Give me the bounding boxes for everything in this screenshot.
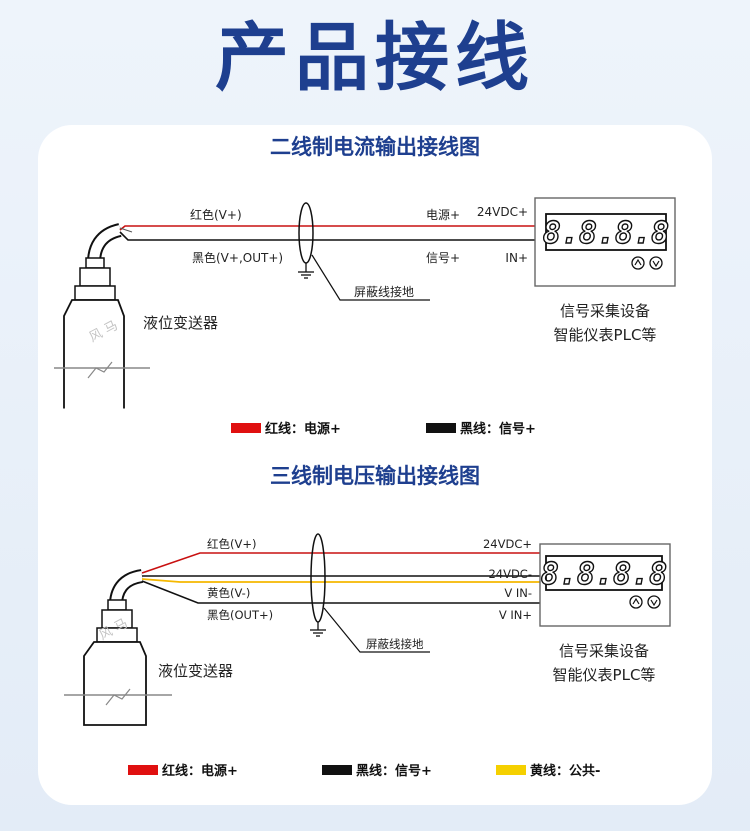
- device-terminal-top: 24VDC+: [477, 205, 528, 219]
- legend-red-label: 红线：电源+: [265, 421, 341, 437]
- shield-label: 屏蔽线接地: [354, 284, 414, 299]
- device-terminal-3: V IN-: [504, 586, 532, 600]
- down-button-icon: [649, 256, 663, 270]
- yellow-wire: [141, 578, 540, 583]
- signal-device: 8.8.8.8: [534, 197, 676, 287]
- page-title: 产品接线: [215, 15, 535, 101]
- legend-black-swatch: [322, 765, 352, 775]
- terminal-power-label: 电源+: [426, 208, 460, 222]
- legend-2: 红线：电源+ 黑线：信号+ 黄线：公共-: [128, 763, 600, 779]
- device-terminal-bottom: IN+: [505, 251, 528, 265]
- sensor-probe: [54, 223, 150, 412]
- up-button-icon: [631, 256, 645, 270]
- diagram1-title: 二线制电流输出接线图: [270, 135, 480, 159]
- shield-ground: [310, 533, 430, 653]
- sensor-label: 液位变送器: [143, 314, 218, 332]
- red-wire: [119, 225, 535, 231]
- diagram2-title: 三线制电压输出接线图: [270, 464, 480, 488]
- device-terminal-4: V IN+: [499, 608, 532, 622]
- device-terminal-2: 24VDC-: [488, 567, 532, 581]
- device-label-line1: 信号采集设备: [559, 642, 649, 660]
- wire-black-label: 黑色(OUT+): [207, 608, 273, 622]
- legend-red-swatch: [231, 423, 261, 433]
- terminal-signal-label: 信号+: [426, 251, 460, 265]
- red-wire: [141, 552, 540, 574]
- wire-red-label: 红色(V+): [207, 537, 256, 551]
- black-wire: [119, 231, 535, 241]
- device-label-line2: 智能仪表PLC等: [554, 326, 657, 344]
- sensor-probe: [64, 569, 172, 726]
- legend-black-label: 黑线：信号+: [460, 421, 536, 437]
- diagram-three-wire: 三线制电压输出接线图 风 马 液位变送器 红色(V+) 黄色(V-) 黑色(OU…: [64, 464, 671, 779]
- shield-label: 屏蔽线接地: [366, 637, 424, 651]
- sensor-label: 液位变送器: [158, 662, 233, 680]
- legend-red-swatch: [128, 765, 158, 775]
- display-digits: 8.8.8.8: [541, 557, 667, 592]
- wire-yellow-label: 黄色(V-): [207, 586, 250, 600]
- legend-yellow-label: 黄线：公共-: [530, 763, 600, 779]
- black-out-wire: [141, 580, 540, 604]
- display-digits: 8.8.8.8: [543, 216, 669, 251]
- legend-1: 红线：电源+ 黑线：信号+: [231, 421, 536, 437]
- legend-yellow-swatch: [496, 765, 526, 775]
- wire-red-label: 红色(V+): [190, 207, 242, 222]
- down-button-icon: [647, 595, 661, 609]
- signal-device: 8.8.8.8: [539, 543, 671, 627]
- diagram-two-wire: 二线制电流输出接线图 风 马 液位变送器 红色(V+) 黑色(V+,OUT+) …: [54, 135, 676, 437]
- device-terminal-1: 24VDC+: [483, 537, 532, 551]
- legend-black-swatch: [426, 423, 456, 433]
- up-button-icon: [629, 595, 643, 609]
- legend-red-label: 红线：电源+: [162, 763, 238, 779]
- device-label-line2: 智能仪表PLC等: [553, 666, 656, 684]
- device-label-line1: 信号采集设备: [560, 302, 650, 320]
- shield-ground: [298, 202, 430, 301]
- wire-black-label: 黑色(V+,OUT+): [192, 251, 283, 265]
- legend-black-label: 黑线：信号+: [356, 763, 432, 779]
